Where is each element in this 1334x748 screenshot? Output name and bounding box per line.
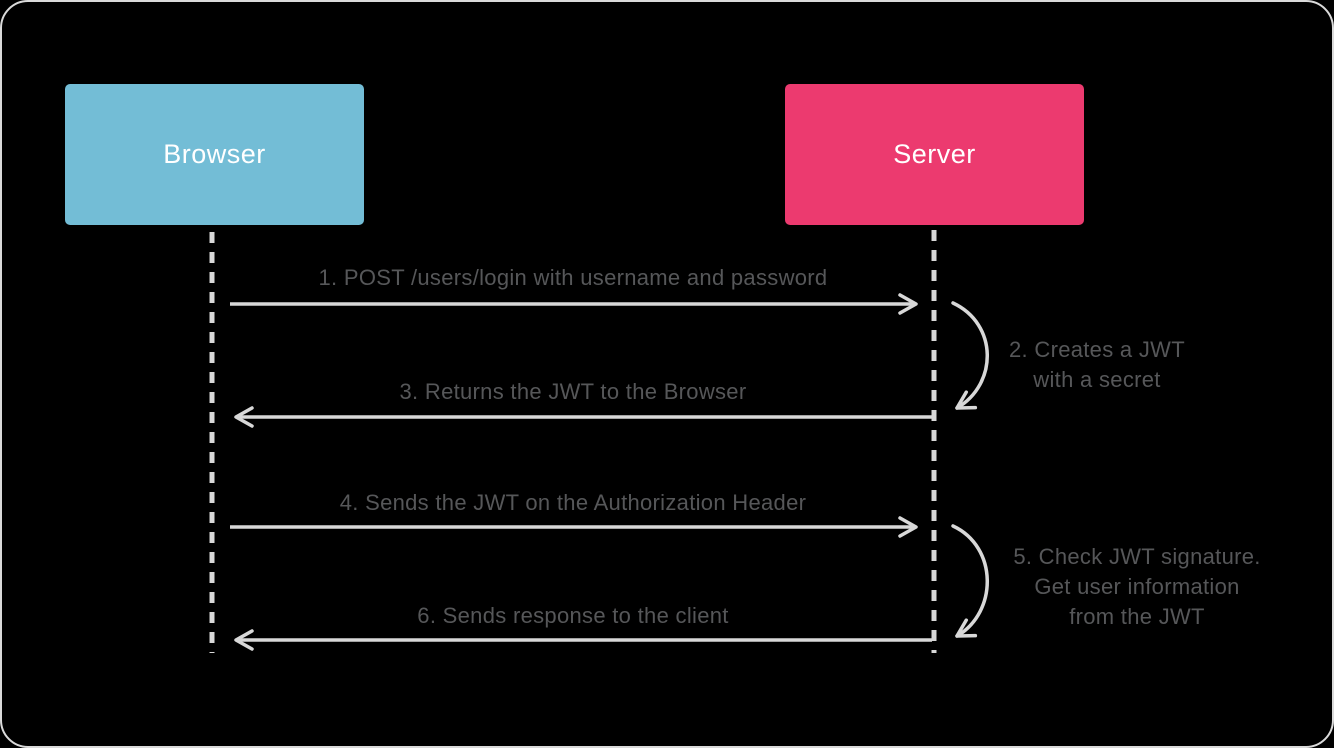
- server-action-2-line-1: 2. Creates a JWT: [1009, 337, 1185, 362]
- server-action-5-line-3: from the JWT: [1069, 604, 1205, 629]
- actor-label-browser: Browser: [163, 139, 266, 169]
- message-label-3: 3. Returns the JWT to the Browser: [399, 379, 747, 404]
- server-action-2-line-2: with a secret: [1033, 367, 1161, 392]
- actor-label-server: Server: [893, 139, 976, 169]
- message-label-4: 4. Sends the JWT on the Authorization He…: [339, 490, 807, 515]
- message-label-1: 1. POST /users/login with username and p…: [318, 265, 828, 290]
- message-label-6: 6. Sends response to the client: [417, 603, 729, 628]
- server-action-label-2: 2. Creates a JWT with a secret: [977, 335, 1217, 395]
- self-arrow-5: [951, 524, 989, 638]
- actor-box-browser: Browser: [65, 84, 364, 225]
- server-action-5-line-1: 5. Check JWT signature.: [1013, 544, 1261, 569]
- server-action-5-line-2: Get user information: [1034, 574, 1240, 599]
- actor-box-server: Server: [785, 84, 1084, 225]
- server-action-label-5: 5. Check JWT signature. Get user informa…: [1007, 542, 1267, 632]
